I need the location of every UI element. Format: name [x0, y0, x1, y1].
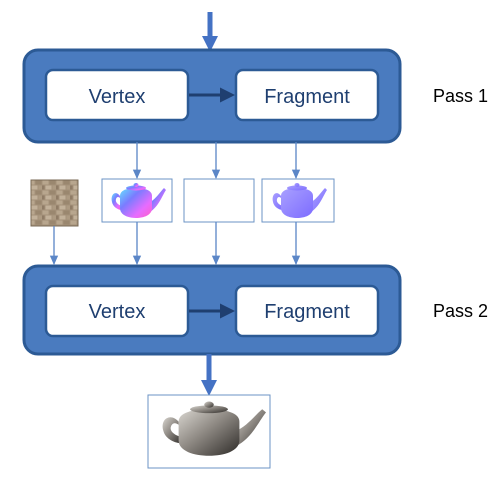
pass-2-vertex-label: Vertex [89, 301, 146, 323]
lavender-teapot-thumbnail [261, 178, 335, 223]
pass-2-fragment-box [234, 284, 380, 338]
pass-1-vertex-box [44, 68, 190, 122]
pass-1-vertex-label: Vertex [89, 86, 146, 108]
rgb-quadrant-teapot-thumbnail [183, 178, 255, 223]
pass-2-vertex-box [44, 284, 190, 338]
pass-1-fragment-label: Fragment [264, 86, 350, 108]
pass-1-label: Pass 1 [433, 86, 488, 106]
pass-1-block: Vertex Fragment [22, 48, 402, 144]
final-textured-teapot [147, 394, 271, 469]
pass-1-fragment-box [234, 68, 380, 122]
pass-2-fragment-label: Fragment [264, 301, 350, 323]
pass-2-label: Pass 2 [433, 301, 488, 321]
pass-2-block: Vertex Fragment [22, 264, 402, 356]
normal-map-teapot-thumbnail [101, 178, 173, 223]
stone-texture-thumbnail [30, 179, 79, 227]
